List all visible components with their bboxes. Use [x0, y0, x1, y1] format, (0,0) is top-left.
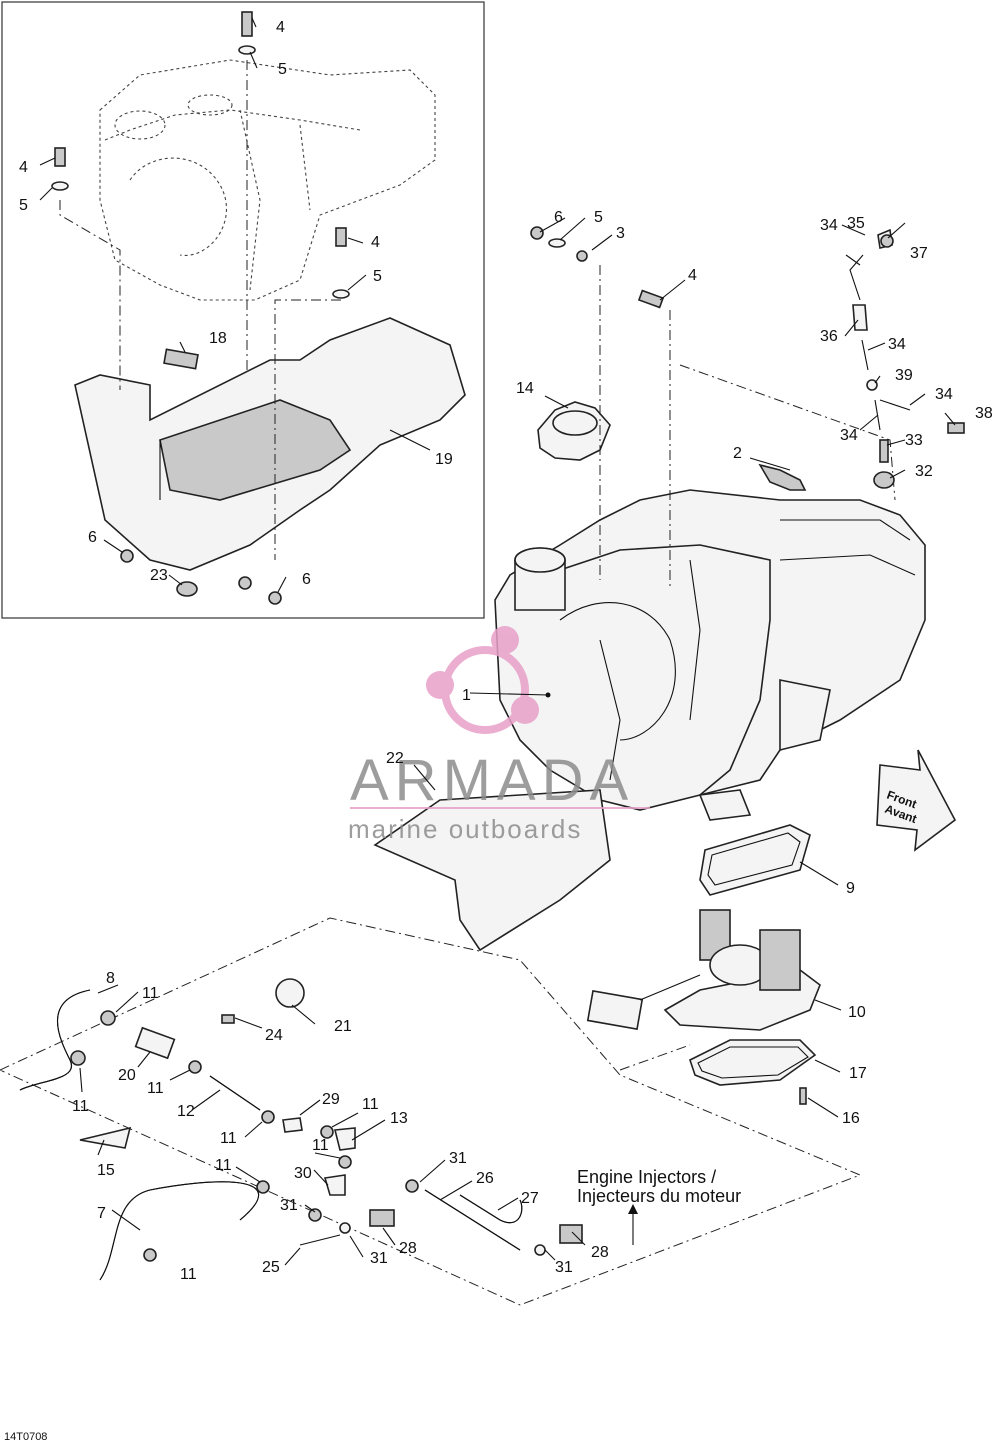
callout-19: 19 [435, 451, 453, 468]
callout-11h: 11 [180, 1266, 197, 1283]
tank-part-2 [758, 463, 807, 491]
callout-9: 9 [846, 880, 855, 897]
callout-26: 26 [476, 1170, 494, 1187]
callout-27: 27 [521, 1190, 539, 1207]
callout-34a: 34 [820, 217, 838, 234]
callout-11f: 11 [362, 1096, 379, 1113]
callout-23: 23 [150, 567, 168, 584]
inset-hardware [51, 11, 350, 605]
callout-6b: 6 [88, 529, 97, 546]
callout-22: 22 [386, 750, 404, 767]
tank-support-tray [74, 317, 466, 571]
callout-12: 12 [177, 1103, 195, 1120]
callout-4c: 4 [371, 234, 380, 251]
injectors-note-line2: Injecteurs du moteur [577, 1186, 741, 1206]
callout-5c: 5 [373, 268, 382, 285]
callout-16: 16 [842, 1110, 860, 1127]
callout-34b: 34 [888, 336, 906, 353]
callout-14: 14 [516, 380, 534, 397]
callout-6c: 6 [302, 571, 311, 588]
callout-4a: 4 [276, 19, 285, 36]
callout-31d: 31 [555, 1259, 573, 1276]
inset-frame [1, 1, 485, 619]
inset-part-18 [163, 348, 199, 370]
watermark-brand: ARMADA [350, 748, 634, 813]
callout-11a: 11 [142, 985, 159, 1002]
front-arrow: Front Avant [876, 749, 957, 852]
callout-37: 37 [910, 245, 928, 262]
callout-38: 38 [975, 405, 993, 422]
leader-lines [39, 17, 956, 1266]
tank-hardware [530, 226, 665, 309]
callout-31c: 31 [370, 1250, 388, 1267]
injectors-arrowhead [628, 1204, 638, 1214]
callout-34c: 34 [935, 386, 953, 403]
dashed-region-border [619, 1044, 691, 1071]
inset-guide-lines [59, 60, 341, 560]
callout-labels: 1 2 3 4 4 4 4 5 5 5 5 6 6 6 7 8 9 10 11 … [19, 19, 993, 1283]
callout-4d: 4 [688, 267, 697, 284]
callout-7: 7 [97, 1205, 106, 1222]
callout-28b: 28 [591, 1244, 609, 1261]
ghost-fuel-tank [99, 59, 436, 301]
callout-39: 39 [895, 367, 913, 384]
callout-3: 3 [616, 225, 625, 242]
callout-11e: 11 [215, 1157, 232, 1174]
callout-31b: 31 [280, 1197, 298, 1214]
callout-36: 36 [820, 328, 838, 345]
callout-11g: 11 [312, 1137, 329, 1154]
callout-30: 30 [294, 1165, 312, 1182]
callout-11d: 11 [220, 1130, 237, 1147]
callout-5b: 5 [19, 197, 28, 214]
callout-4b: 4 [19, 159, 28, 176]
fuel-hoses [19, 978, 583, 1281]
lower-region-border [0, 917, 862, 1306]
callout-5d: 5 [594, 209, 603, 226]
callout-33: 33 [905, 432, 923, 449]
diagram-code: 14T0708 [4, 1431, 47, 1443]
fuel-cap [537, 401, 611, 461]
callout-20: 20 [118, 1067, 136, 1084]
vent-line-assembly [849, 228, 965, 489]
callout-35: 35 [847, 215, 865, 232]
callout-6a: 6 [554, 209, 563, 226]
callout-5a: 5 [278, 61, 287, 78]
callout-17: 17 [849, 1065, 867, 1082]
tank-shield-22 [373, 789, 611, 952]
callout-28a: 28 [399, 1240, 417, 1257]
callout-8: 8 [106, 970, 115, 987]
fuel-tank [494, 489, 926, 821]
callout-18: 18 [209, 330, 227, 347]
callout-10: 10 [848, 1004, 866, 1021]
callout-15: 15 [97, 1162, 115, 1179]
watermark-tagline: marine outboards [348, 814, 582, 844]
callout-11b: 11 [72, 1098, 89, 1115]
callout-21: 21 [334, 1018, 352, 1035]
fuel-pump-module [586, 824, 821, 1105]
callout-25: 25 [262, 1259, 280, 1276]
callout-1: 1 [462, 687, 471, 704]
callout-34d: 34 [840, 427, 858, 444]
callout-31a: 31 [449, 1150, 467, 1167]
callout-11c: 11 [147, 1080, 164, 1097]
injectors-note-line1: Engine Injectors / [577, 1167, 716, 1187]
callout-29: 29 [322, 1091, 340, 1108]
callout-13: 13 [390, 1110, 408, 1127]
callout-32: 32 [915, 463, 933, 480]
callout-24: 24 [265, 1027, 283, 1044]
armada-watermark: ARMADA marine outboards [348, 626, 650, 844]
callout-2: 2 [733, 445, 742, 462]
